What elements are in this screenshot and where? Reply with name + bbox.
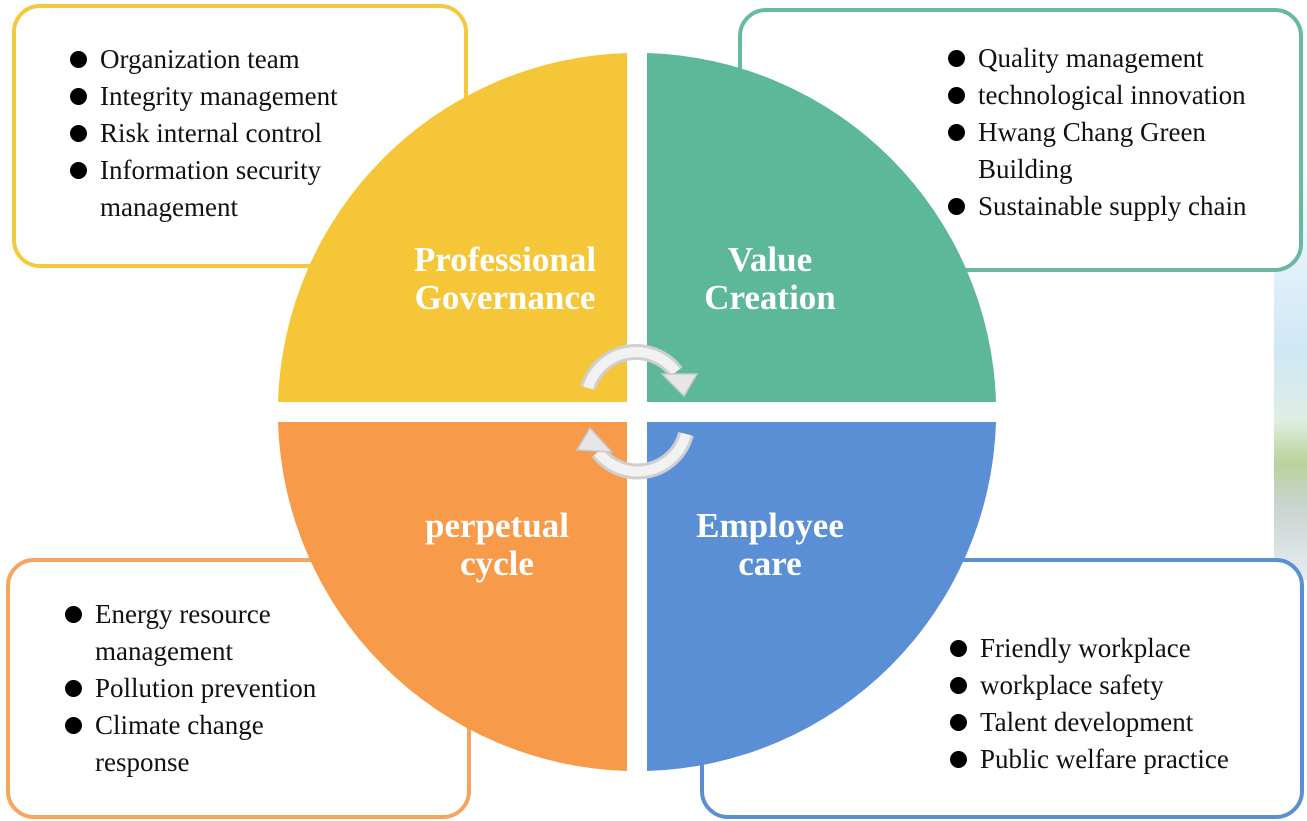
bullet-icon — [950, 714, 967, 731]
employee-label-line1: Employee — [696, 506, 844, 545]
value-creation-list: Quality management technological innovat… — [942, 40, 1307, 225]
environment-quadrant — [278, 422, 627, 771]
list-item: Pollution prevention — [59, 670, 379, 707]
governance-label-line2: Governance — [415, 278, 596, 317]
bullet-icon — [70, 162, 87, 179]
list-item: workplace safety — [944, 667, 1304, 704]
list-item: Information security — [64, 152, 394, 189]
bullet-icon — [65, 717, 82, 734]
list-item-continuation: management — [100, 192, 238, 222]
list-item: Talent development — [944, 704, 1304, 741]
governance-label-line1: Professional — [414, 240, 596, 279]
bullet-icon — [65, 606, 82, 623]
list-item: technological innovation — [942, 77, 1307, 114]
list-item: Energy resource — [59, 596, 379, 633]
value-creation-quadrant — [647, 53, 996, 402]
environment-list: Energy resource management Pollution pre… — [59, 596, 379, 781]
environment-label-line1: perpetual — [425, 506, 569, 545]
employee-care-quadrant — [647, 422, 996, 771]
environment-label-line2: cycle — [460, 544, 534, 583]
bullet-icon — [950, 640, 967, 657]
value-label-line2: Creation — [704, 278, 836, 317]
employee-label-line2: care — [738, 544, 801, 583]
list-item: Public welfare practice — [944, 741, 1304, 778]
governance-list: Organization team Integrity management R… — [64, 41, 394, 226]
bullet-icon — [70, 51, 87, 68]
list-item: Hwang Chang Green — [942, 114, 1307, 151]
bullet-icon — [70, 125, 87, 142]
list-item: Climate change — [59, 707, 379, 744]
list-item: Friendly workplace — [944, 630, 1304, 667]
bullet-icon — [948, 50, 965, 67]
list-item-continuation: management — [95, 636, 233, 666]
list-item: Sustainable supply chain — [942, 188, 1307, 225]
bullet-icon — [65, 680, 82, 697]
bullet-icon — [950, 751, 967, 768]
list-item: Organization team — [64, 41, 394, 78]
circular-arrows-icon — [575, 344, 699, 480]
value-label-line1: Value — [728, 240, 812, 279]
employee-care-list: Friendly workplace workplace safety Tale… — [944, 630, 1304, 778]
bullet-icon — [948, 124, 965, 141]
list-item-continuation: response — [95, 747, 190, 777]
bullet-icon — [948, 198, 965, 215]
list-item: Quality management — [942, 40, 1307, 77]
governance-quadrant — [278, 53, 627, 402]
bullet-icon — [70, 88, 87, 105]
bullet-icon — [950, 677, 967, 694]
list-item: Integrity management — [64, 78, 394, 115]
bullet-icon — [948, 87, 965, 104]
list-item: Risk internal control — [64, 115, 394, 152]
list-item-continuation: Building — [978, 154, 1073, 184]
